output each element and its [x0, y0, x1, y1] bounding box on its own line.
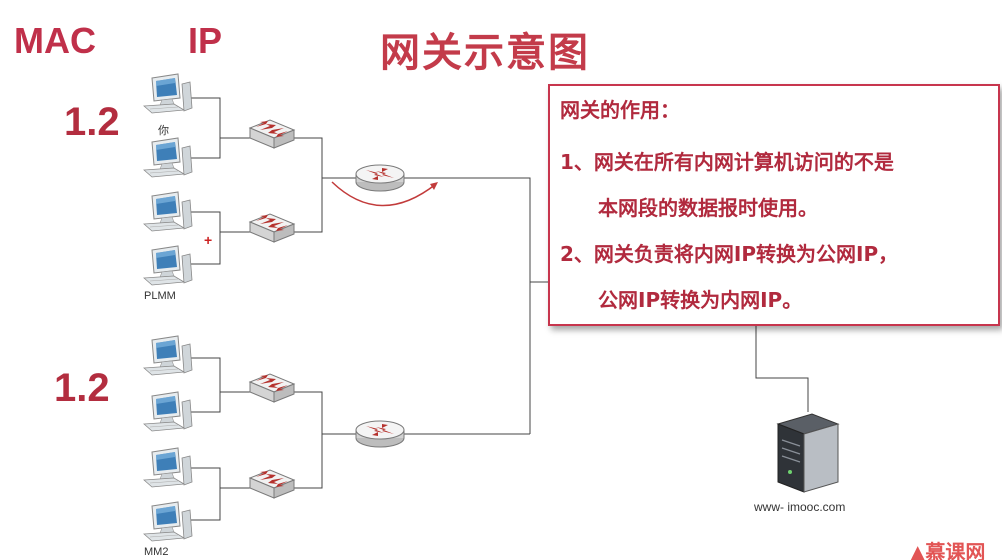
gateway-info-box: 网关的作用： 1、网关在所有内网计算机访问的不是 本网段的数据报时使用。 2、网…: [548, 84, 1000, 326]
pc-icon: [143, 391, 193, 432]
pc-label-mm2: MM2: [144, 546, 169, 558]
info-line-2: 本网段的数据报时使用。: [598, 196, 818, 220]
mac-header: MAC: [14, 20, 96, 61]
info-line-4: 公网IP转换为内网IP。: [598, 288, 803, 312]
brand-flame-icon: ▲: [910, 540, 926, 560]
brand-text: 慕课网: [925, 540, 986, 560]
pc-icon: [143, 137, 193, 178]
router-icon: [355, 164, 405, 192]
connection-lines: [190, 97, 809, 521]
info-line-3: 2、网关负责将内网IP转换为公网IP，: [560, 242, 899, 266]
info-heading: 网关的作用：: [560, 98, 680, 122]
switch-icon: [249, 213, 295, 243]
plus-marker: +: [204, 232, 213, 248]
pc-label-you: 你: [158, 125, 169, 137]
brand-watermark: ▲慕课网: [910, 536, 1002, 560]
switch-icon: [249, 119, 295, 149]
info-line-1: 1、网关在所有内网计算机访问的不是: [560, 150, 894, 174]
router-icon: [355, 420, 405, 448]
switch-icon: [249, 469, 295, 499]
page-title: 网关示意图: [380, 30, 590, 76]
pc-icon: [143, 245, 193, 286]
arrow-head-icon: [430, 182, 438, 190]
pc-icon: [143, 501, 193, 542]
pc-icon: [143, 335, 193, 376]
arrow-curve: [331, 181, 437, 207]
ip-header: IP: [188, 20, 223, 61]
pc-icon: [143, 73, 193, 114]
server-label: www- imooc.com: [754, 500, 846, 514]
pc-label-plmm: PLMM: [144, 290, 176, 302]
switch-icon: [249, 373, 295, 403]
pc-icon: [143, 447, 193, 488]
pc-icon: [143, 191, 193, 232]
bottom-network-ip: 1.2: [54, 366, 110, 410]
top-network-ip: 1.2: [64, 100, 120, 144]
server-icon: [776, 413, 840, 493]
